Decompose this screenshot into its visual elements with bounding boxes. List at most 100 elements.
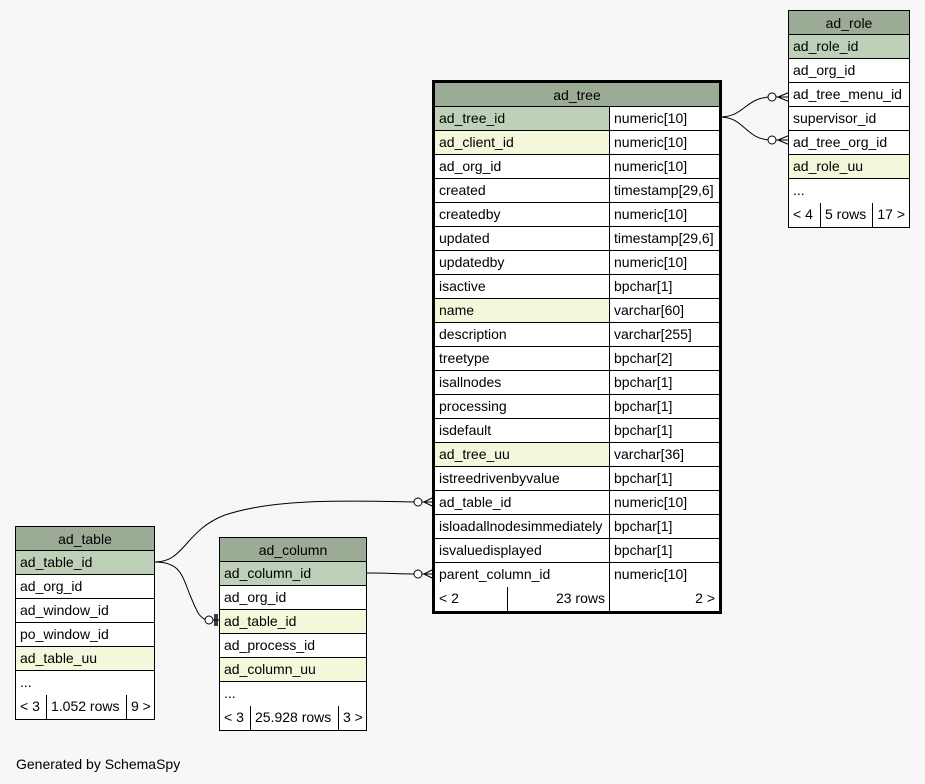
table-ad-table[interactable]: ad_table ad_table_id ad_org_id ad_window_i…	[15, 526, 155, 720]
column-name: ad_process_id	[224, 637, 316, 653]
column-row[interactable]: ad_role_uu	[789, 155, 909, 179]
parents-link[interactable]: < 3	[20, 698, 40, 714]
table-footer: < 2 23 rows 2 >	[435, 587, 719, 611]
parents-link[interactable]: < 2	[439, 590, 459, 606]
column-name: ad_tree_id	[435, 107, 609, 130]
column-row[interactable]: ad_column_id	[220, 562, 366, 586]
edge-zero-marker	[413, 569, 423, 579]
column-type: numeric[10]	[609, 107, 719, 130]
children-link[interactable]: 9 >	[126, 695, 154, 719]
column-row[interactable]: ad_org_id	[16, 575, 154, 599]
edge-role-tree-org	[719, 116, 790, 141]
column-row[interactable]: po_window_id	[16, 623, 154, 647]
column-name: ad_column_uu	[220, 658, 366, 681]
table-footer: < 4 5 rows 17 >	[789, 203, 909, 227]
column-row[interactable]: ad_window_id	[16, 599, 154, 623]
column-row[interactable]: ad_process_id	[220, 634, 366, 658]
children-link[interactable]: 17 >	[872, 203, 909, 227]
children-link[interactable]: 2 >	[609, 587, 719, 611]
column-row[interactable]: ad_role_id	[789, 35, 909, 59]
column-row[interactable]: ad_column_uu	[220, 658, 366, 682]
column-row[interactable]: ad_org_id	[220, 586, 366, 610]
column-type: numeric[10]	[609, 251, 719, 274]
column-name: createdby	[439, 206, 501, 222]
column-name: supervisor_id	[793, 110, 877, 126]
column-row[interactable]: ...	[16, 671, 154, 695]
column-row[interactable]: ad_table_id numeric[10]	[435, 491, 719, 515]
column-row[interactable]: ...	[220, 682, 366, 706]
column-row[interactable]: ad_org_id	[789, 59, 909, 83]
table-title[interactable]: ad_tree	[435, 83, 719, 107]
column-row[interactable]: ...	[789, 179, 909, 203]
column-name: ad_org_id	[20, 578, 83, 594]
edge-tree-column	[366, 572, 434, 575]
column-type: varchar[255]	[609, 323, 719, 346]
column-row[interactable]: supervisor_id	[789, 107, 909, 131]
parents-link[interactable]: < 3	[224, 709, 244, 725]
column-name: ad_tree_menu_id	[793, 86, 902, 102]
column-name: parent_column_id	[439, 566, 551, 582]
column-row[interactable]: ad_tree_menu_id	[789, 83, 909, 107]
column-name: ad_role_uu	[789, 155, 909, 178]
column-name: po_window_id	[20, 626, 109, 642]
column-row[interactable]: ad_table_uu	[16, 647, 154, 671]
column-name: ad_table_uu	[16, 647, 154, 670]
column-name: treetype	[439, 350, 490, 366]
table-title[interactable]: ad_table	[16, 527, 154, 551]
column-row[interactable]: isactive bpchar[1]	[435, 275, 719, 299]
table-ad-role[interactable]: ad_role ad_role_id ad_org_id ad_tree_menu_…	[788, 10, 910, 228]
column-name: ad_org_id	[793, 62, 856, 78]
column-row[interactable]: description varchar[255]	[435, 323, 719, 347]
table-footer: < 3 1.052 rows 9 >	[16, 695, 154, 719]
column-row[interactable]: treetype bpchar[2]	[435, 347, 719, 371]
column-name: name	[435, 299, 609, 322]
row-count: 1.052 rows	[46, 695, 126, 719]
column-type: varchar[36]	[609, 443, 719, 466]
column-type: numeric[10]	[609, 563, 719, 587]
column-name: ad_client_id	[435, 131, 609, 154]
column-name: isvaluedisplayed	[439, 542, 542, 558]
column-name: ad_window_id	[20, 602, 109, 618]
column-name: ...	[20, 674, 32, 690]
column-type: bpchar[1]	[609, 275, 719, 298]
column-row[interactable]: ad_table_id	[16, 551, 154, 575]
column-name: ad_tree_uu	[435, 443, 609, 466]
column-row[interactable]: ad_table_id	[220, 610, 366, 634]
generated-by-text: Generated by SchemaSpy	[16, 756, 181, 772]
column-type: numeric[10]	[609, 491, 719, 514]
edge-zero-marker	[767, 135, 777, 145]
column-type: bpchar[2]	[609, 347, 719, 370]
column-name: description	[439, 326, 507, 342]
column-name: processing	[439, 398, 507, 414]
parents-link[interactable]: < 4	[793, 206, 813, 222]
column-row[interactable]: parent_column_id numeric[10]	[435, 563, 719, 587]
table-title[interactable]: ad_role	[789, 11, 909, 35]
column-name: isloadallnodesimmediately	[439, 518, 603, 534]
column-name: ad_table_id	[439, 494, 512, 510]
children-link[interactable]: 3 >	[338, 706, 366, 730]
edge-role-tree-menu	[719, 96, 790, 118]
column-name: isactive	[439, 278, 486, 294]
column-row[interactable]: ad_tree_org_id	[789, 131, 909, 155]
column-name: istreedrivenbyvalue	[439, 470, 560, 486]
table-title[interactable]: ad_column	[220, 538, 366, 562]
column-type: numeric[10]	[609, 155, 719, 178]
table-footer: < 3 25.928 rows 3 >	[220, 706, 366, 730]
